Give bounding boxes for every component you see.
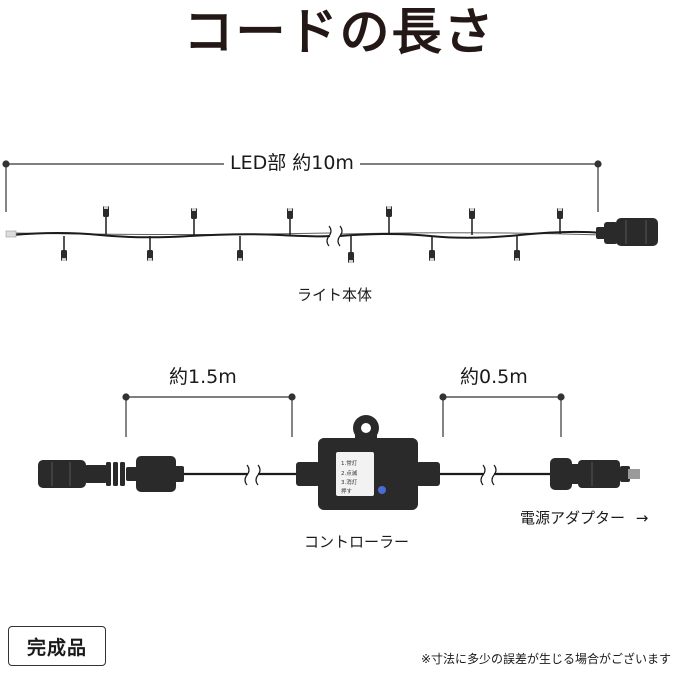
led-bulb <box>386 206 392 234</box>
led-bulb <box>147 236 153 261</box>
led-bulb <box>287 208 293 235</box>
controller-box: 1.常灯 2.点滅 3.消灯 押す <box>296 415 440 510</box>
led-bulb <box>469 208 475 235</box>
light-body-caption: ライト本体 <box>297 286 373 304</box>
finished-product-badge: 完成品 <box>8 626 106 666</box>
male-connector <box>38 460 140 488</box>
cord-0-5m-dimension-line <box>439 393 565 437</box>
controller-caption: コントローラー <box>304 533 410 551</box>
dimension-note: ※寸法に多少の誤差が生じる場合がございます <box>420 652 671 666</box>
led-bulb <box>514 236 520 261</box>
led-string <box>11 225 603 247</box>
panel-line: 3.消灯 <box>341 478 358 486</box>
led-bulb <box>429 236 435 261</box>
adapter-label: 電源アダプター <box>520 509 626 527</box>
led-bulb <box>61 236 67 261</box>
arrow-right-icon: → <box>635 509 649 527</box>
controller-label-panel <box>336 452 374 496</box>
led-bulb <box>557 208 563 234</box>
cord-1-5m-label: 約1.5m <box>169 366 237 388</box>
cord-1-5m-dimension-line <box>122 393 296 437</box>
led-bulb <box>237 236 243 261</box>
adapter-connector <box>550 458 640 490</box>
led-string-end-cap <box>5 230 17 238</box>
led-length-label: LED部 約10m <box>224 152 360 174</box>
led-end-connector <box>596 218 658 246</box>
adapter-caption: 電源アダプター → <box>520 509 648 527</box>
led-bulbs <box>61 206 563 263</box>
coupler-connector <box>136 456 184 492</box>
panel-line: 押す <box>341 487 353 495</box>
led-bulb <box>103 206 109 234</box>
controller-button-icon <box>378 486 386 494</box>
page-title: コードの長さ <box>183 3 496 61</box>
panel-line: 1.常灯 <box>341 459 358 467</box>
panel-line: 2.点滅 <box>341 469 358 477</box>
led-bulb <box>348 236 354 263</box>
led-bulb <box>191 208 197 235</box>
cord-0-5m-label: 約0.5m <box>460 366 528 388</box>
